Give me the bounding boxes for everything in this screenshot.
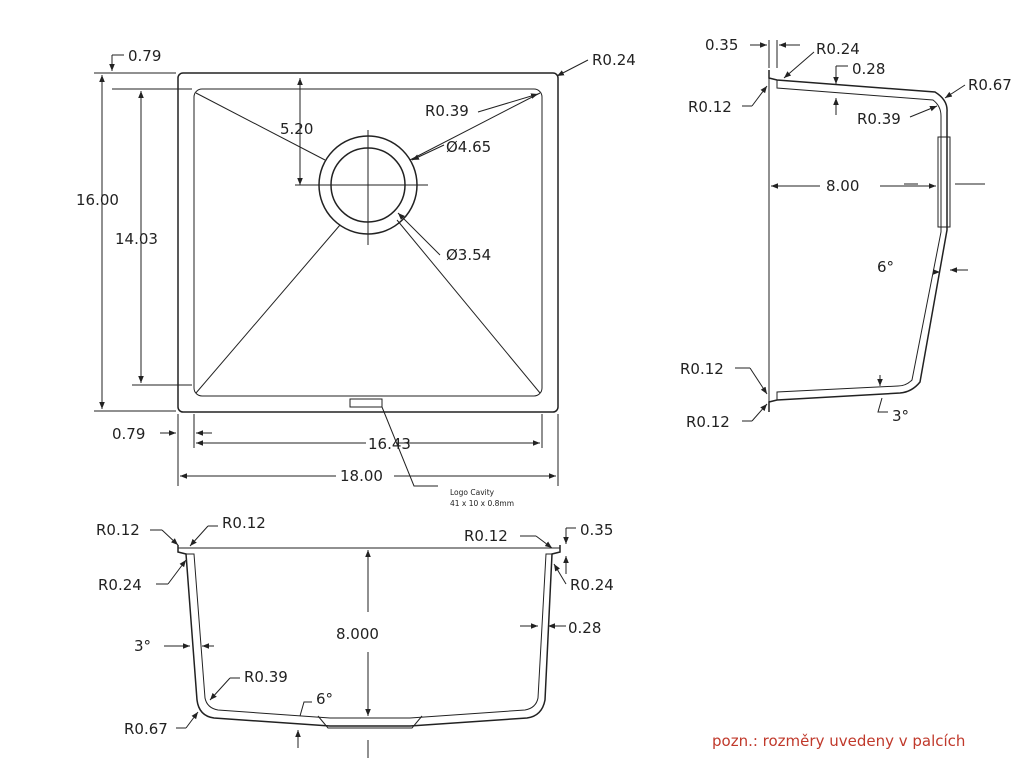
- dim-dia-4-65: Ø4.65: [446, 138, 491, 156]
- dim-side-r0-12-bot: R0.12: [686, 413, 730, 431]
- dim-14-03: 14.03: [115, 230, 158, 248]
- dim-0-79-top: 0.79: [128, 47, 161, 65]
- dim-18-00: 18.00: [340, 467, 383, 485]
- dim-0-79-bottom: 0.79: [112, 425, 145, 443]
- side-profile-outer: [768, 70, 948, 412]
- dim-side-r0-12-mid: R0.12: [680, 360, 724, 378]
- dim-r0-39: R0.39: [425, 102, 469, 120]
- front-profile-inner: [186, 553, 552, 719]
- dim-front-r0-39: R0.39: [244, 668, 288, 686]
- dim-front-r0-24-right: R0.24: [570, 576, 614, 594]
- dim-side-r0-39: R0.39: [857, 110, 901, 128]
- dim-16-00: 16.00: [76, 191, 119, 209]
- side-view: 8.00 0.35 R0.24 0.28 R0.67 R0.39 R0.12 6…: [680, 36, 1012, 431]
- dim-dia-3-54: Ø3.54: [446, 246, 491, 264]
- dim-5-20: 5.20: [280, 120, 313, 138]
- dim-front-r0-12-left: R0.12: [96, 521, 140, 539]
- top-view: 16.00 14.03 0.79 R0.24 R0.39 5.20 Ø4.65 …: [76, 47, 636, 508]
- dim-front-0-35: 0.35: [580, 521, 613, 539]
- dim-front-r0-12-left2: R0.12: [222, 514, 266, 532]
- dim-front-r0-24-left: R0.24: [98, 576, 142, 594]
- dim-side-r0-67: R0.67: [968, 76, 1012, 94]
- dim-side-6-deg: 6°: [877, 258, 894, 276]
- dim-front-3-deg: 3°: [134, 637, 151, 655]
- front-drain: [317, 715, 423, 729]
- logo-cavity: [349, 398, 383, 408]
- dim-side-r0-24: R0.24: [816, 40, 860, 58]
- dim-front-8-000: 8.000: [336, 625, 379, 643]
- logo-cavity-label: Logo Cavity: [450, 488, 495, 497]
- sink-inner-outline: [193, 88, 543, 397]
- side-drain-flange: [937, 136, 951, 228]
- units-note: pozn.: rozměry uvedeny v palcích: [712, 732, 965, 750]
- dim-side-0-28: 0.28: [852, 60, 885, 78]
- dim-side-8-00: 8.00: [826, 177, 859, 195]
- dim-front-6-deg: 6°: [316, 690, 333, 708]
- dim-front-r0-12-right: R0.12: [464, 527, 508, 545]
- dim-side-3-deg: 3°: [892, 407, 909, 425]
- dim-16-43: 16.43: [368, 435, 411, 453]
- front-profile-outer: [177, 545, 561, 727]
- sink-outer-outline: [177, 72, 559, 413]
- dim-side-0-35: 0.35: [705, 36, 738, 54]
- dim-front-0-28: 0.28: [568, 619, 601, 637]
- side-profile-inner: [776, 80, 942, 400]
- front-view: 8.000 R0.12 R0.12 R0.12 0.35 R0.24 R0.24…: [96, 514, 614, 758]
- logo-cavity-size: 41 x 10 x 0.8mm: [450, 499, 514, 508]
- dim-side-r0-12-top: R0.12: [688, 98, 732, 116]
- dim-front-r0-67: R0.67: [124, 720, 168, 738]
- dim-r0-24: R0.24: [592, 51, 636, 69]
